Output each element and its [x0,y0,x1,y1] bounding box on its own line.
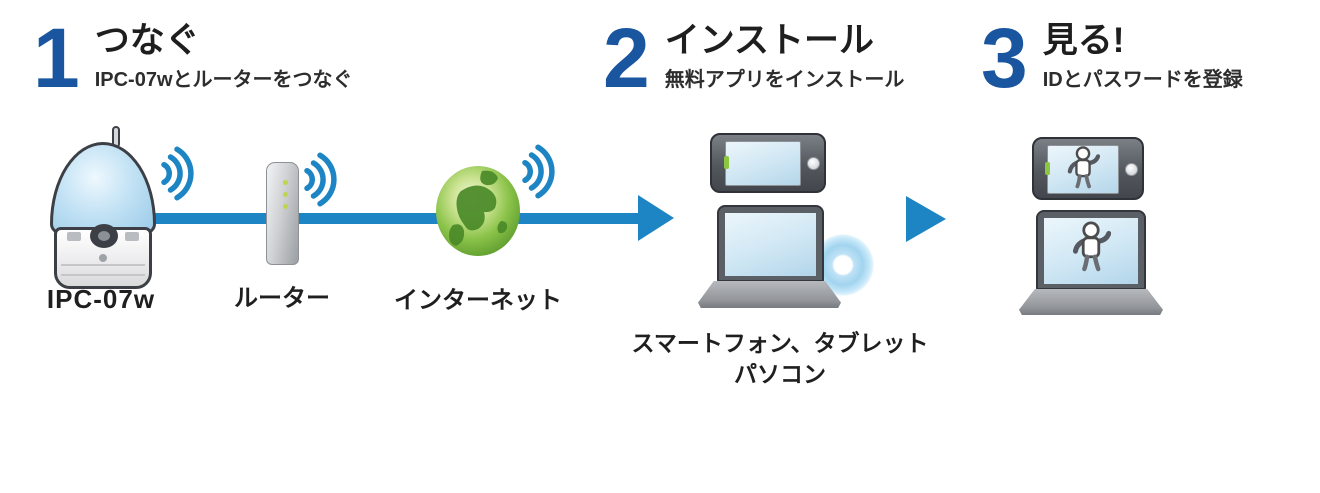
smartphone-screen [725,141,801,186]
connection-line [148,213,642,224]
camera-stripe [61,264,145,266]
router-led [283,192,288,197]
next-step-arrow-icon [906,196,946,242]
smartphone-camera-dot [724,156,729,169]
step-2-subtitle: 無料アプリをインストール [664,69,905,91]
laptop-video-screen [1044,218,1138,284]
step-3-number: 3 [981,11,1028,105]
smartphone-home-button [807,157,820,170]
camera-vent [67,232,81,241]
router-led [283,204,288,209]
camera-dome [50,142,156,234]
step-1-header: 1 つなぐ IPC-07wとルーターをつなぐ [33,11,353,105]
laptop-icon [717,205,824,282]
camera-label: IPC-07w [46,284,156,314]
wifi-signal-icon [300,146,350,210]
smartphone-video-icon [1032,137,1144,200]
step-3-title: 見る! [1042,21,1125,60]
smartphone-icon [710,133,826,193]
smartphone-home-button [1125,163,1138,176]
ip-camera-icon [48,126,160,290]
step-2-title: インストール [664,21,875,60]
devices-label-line2: パソコン [734,361,826,387]
step-3-subtitle: IDとパスワードを登録 [1042,69,1243,91]
devices-label-line1: スマートフォン、タブレット [631,330,929,356]
router-label: ルーター [234,285,330,312]
smartphone-camera-dot [1045,162,1050,175]
internet-globe-icon [435,165,521,257]
laptop-video-icon [1036,210,1146,290]
camera-stripe [61,274,145,276]
laptop-base [1019,289,1163,315]
devices-label: スマートフォン、タブレット パソコン [626,328,934,390]
step-1-title: つなぐ [94,21,200,60]
camera-vent [125,232,139,241]
camera-lens-icon [90,224,118,248]
wifi-signal-icon [157,140,207,204]
smartphone-video-screen [1047,145,1119,194]
person-on-screen-icon [1072,221,1111,272]
wifi-signal-icon [518,138,568,202]
camera-button-dot [99,254,107,262]
internet-label: インターネット [394,287,562,314]
step-2-number: 2 [603,11,650,105]
laptop-base [698,281,841,308]
router-led [283,180,288,185]
laptop-screen [725,213,816,276]
step-1-number: 1 [33,11,80,105]
person-on-screen-icon [1067,146,1100,189]
step-2-header: 2 インストール 無料アプリをインストール [603,11,905,105]
step-3-header: 3 見る! IDとパスワードを登録 [981,11,1243,105]
router-icon [266,162,299,265]
connection-arrowhead-icon [638,195,674,241]
camera-body [54,224,152,289]
step-1-subtitle: IPC-07wとルーターをつなぐ [94,69,353,91]
